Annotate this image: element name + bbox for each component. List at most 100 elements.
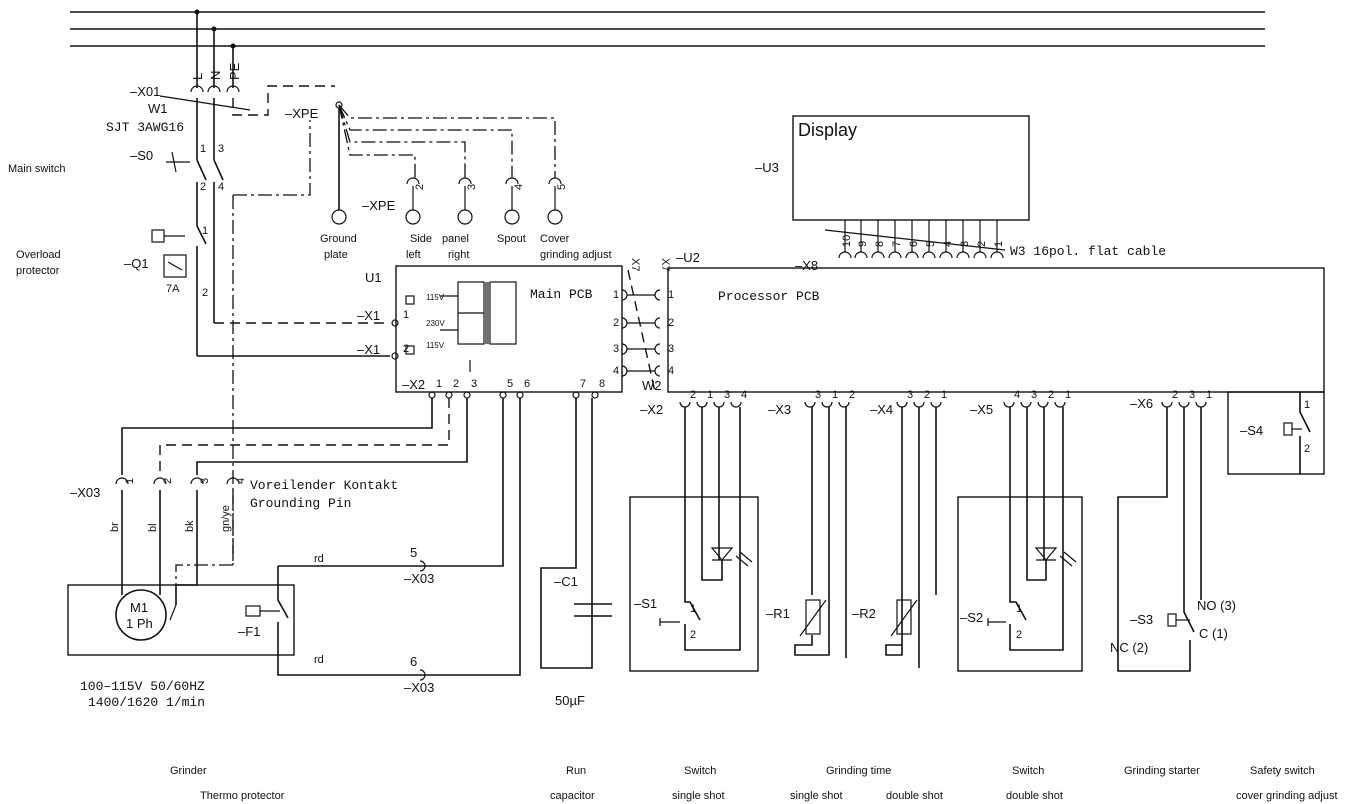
svg-text:1: 1 xyxy=(707,389,713,401)
rd-a: rd xyxy=(314,553,324,565)
x8-top-label: –X8 xyxy=(795,258,818,273)
svg-text:2: 2 xyxy=(162,478,174,484)
svg-text:2: 2 xyxy=(976,241,988,247)
x7-label: X7 xyxy=(629,258,641,271)
safety-switch-s4 xyxy=(1283,392,1311,474)
w1-label: W1 xyxy=(148,101,168,116)
caption-capacitor: capacitor xyxy=(550,790,595,802)
svg-text:1: 1 xyxy=(436,378,442,390)
caption-grinding-starter: Grinding starter xyxy=(1124,765,1200,777)
spout-label: Spout xyxy=(497,233,526,245)
x01-label: –X01 xyxy=(130,84,160,99)
side-panel-2: panel xyxy=(442,233,469,245)
no3-label: NO (3) xyxy=(1197,598,1236,613)
svg-text:2: 2 xyxy=(1048,389,1054,401)
wire-br: br xyxy=(109,522,121,532)
u2-label: –U2 xyxy=(676,250,700,265)
x03-connector xyxy=(115,477,240,605)
v230: 230V xyxy=(426,319,445,328)
x2-main-label: –X2 xyxy=(402,377,425,392)
svg-text:1: 1 xyxy=(668,289,674,301)
w1-cable-label: SJT 3AWG16 xyxy=(106,120,184,135)
caption-double-shot-a: double shot xyxy=(886,790,943,802)
grounding-label-2: Grounding Pin xyxy=(250,496,351,511)
svg-text:2: 2 xyxy=(690,629,696,641)
svg-text:1: 1 xyxy=(200,143,206,155)
svg-text:1: 1 xyxy=(1206,389,1212,401)
x03-label: –X03 xyxy=(70,485,100,500)
switch-single-shot-box xyxy=(629,496,759,672)
c1-value: 50µF xyxy=(555,693,585,708)
svg-text:3: 3 xyxy=(907,389,913,401)
cover-label-2: grinding adjust xyxy=(540,249,612,261)
wire-bk: bk xyxy=(184,520,196,532)
svg-text:2: 2 xyxy=(613,317,619,329)
overload-protector-q1 xyxy=(151,215,215,356)
motor-spec-2: 1400/1620 1/min xyxy=(88,695,205,710)
s4-label: –S4 xyxy=(1240,423,1263,438)
caption-single-shot-b: single shot xyxy=(790,790,843,802)
display-box xyxy=(792,115,1030,221)
svg-text:2: 2 xyxy=(1172,389,1178,401)
svg-text:1: 1 xyxy=(403,309,409,321)
svg-text:1: 1 xyxy=(993,241,1005,247)
main-pcb-label: Main PCB xyxy=(530,287,593,302)
svg-text:1: 1 xyxy=(690,603,696,615)
svg-text:4: 4 xyxy=(942,241,954,247)
svg-text:3: 3 xyxy=(959,241,971,247)
svg-text:2: 2 xyxy=(453,378,459,390)
caption-safety-switch: Safety switch xyxy=(1250,765,1315,777)
s3-label: –S3 xyxy=(1130,612,1153,627)
svg-text:1: 1 xyxy=(613,289,619,301)
w2-label: W2 xyxy=(642,378,662,393)
processor-connectors xyxy=(679,401,1207,408)
main-switch-s0 xyxy=(166,148,224,215)
x4-label: –X4 xyxy=(870,402,893,417)
svg-text:5: 5 xyxy=(556,184,568,190)
grinder-box xyxy=(67,584,295,656)
svg-text:1: 1 xyxy=(202,225,208,237)
svg-text:4: 4 xyxy=(668,365,674,377)
svg-text:3: 3 xyxy=(1031,389,1037,401)
svg-text:3: 3 xyxy=(1189,389,1195,401)
svg-text:3: 3 xyxy=(471,378,477,390)
svg-text:1: 1 xyxy=(1016,603,1022,615)
x1-a-label: –X1 xyxy=(357,308,380,323)
svg-text:1: 1 xyxy=(941,389,947,401)
x3-label: –X3 xyxy=(768,402,791,417)
caption-grinder: Grinder xyxy=(170,765,207,777)
overload-caption-1: Overload xyxy=(16,249,61,261)
label-pe: PE xyxy=(227,62,242,80)
rd-b: rd xyxy=(314,654,324,666)
s0-label: –S0 xyxy=(130,148,153,163)
svg-text:4: 4 xyxy=(235,478,247,484)
label-l: L xyxy=(190,73,205,80)
overload-caption-2: protector xyxy=(16,265,60,277)
label-n: N xyxy=(208,71,223,80)
svg-text:6: 6 xyxy=(524,378,530,390)
svg-text:1: 1 xyxy=(832,389,838,401)
caption-run: Run xyxy=(566,765,586,777)
switch-s2-wiring xyxy=(987,407,1077,651)
xpe-mid-label: –XPE xyxy=(362,198,396,213)
w3-label: W3 16pol. flat cable xyxy=(1010,244,1166,259)
svg-text:6: 6 xyxy=(908,241,920,247)
s2-label: –S2 xyxy=(960,610,983,625)
x03-6-label: –X03 xyxy=(404,680,434,695)
svg-text:2: 2 xyxy=(924,389,930,401)
caption-cover-grinding-adjust: cover grinding adjust xyxy=(1236,790,1338,802)
switch-double-shot-box xyxy=(957,496,1083,672)
caption-switch-1: Switch xyxy=(684,765,716,777)
svg-text:2: 2 xyxy=(849,389,855,401)
m1-phase: 1 Ph xyxy=(126,616,153,631)
q1-rating: 7A xyxy=(166,283,180,295)
processor-pcb-box xyxy=(667,267,1325,393)
svg-text:2: 2 xyxy=(1304,443,1310,455)
wire-gnye: gn/ye xyxy=(220,505,232,532)
svg-text:4: 4 xyxy=(613,365,619,377)
ground-plate-2: plate xyxy=(324,249,348,261)
svg-text:2: 2 xyxy=(1016,629,1022,641)
xpe-top-label: –XPE xyxy=(285,106,319,121)
